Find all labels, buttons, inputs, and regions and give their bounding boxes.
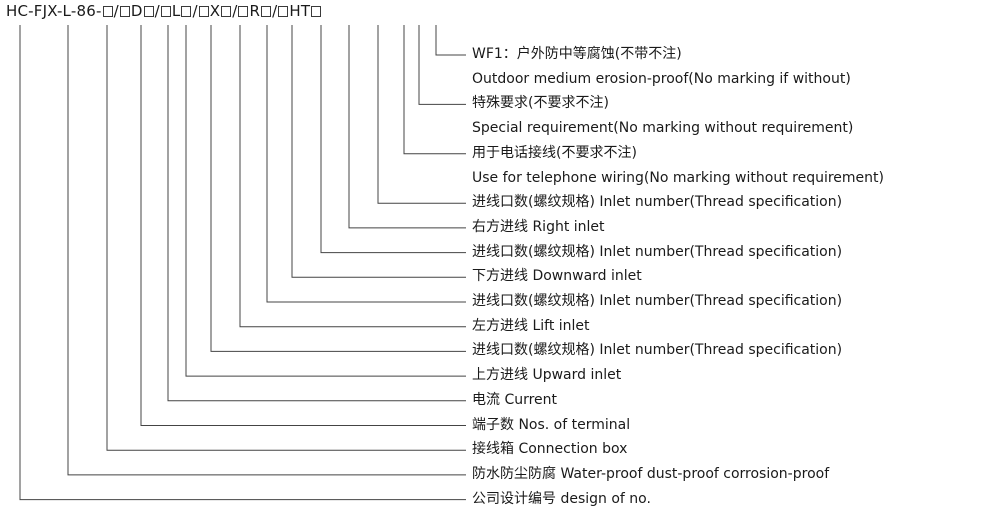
code-segment: X xyxy=(209,2,221,20)
leader-line xyxy=(403,25,466,155)
desc-left-inlet: 左方进线 Lift inlet xyxy=(472,317,590,334)
code-segment: / xyxy=(154,2,160,20)
code-placeholder-box xyxy=(238,6,249,17)
leader-line xyxy=(266,25,466,303)
code-segment: R xyxy=(249,2,261,20)
leader-line xyxy=(106,25,466,451)
code-segment: / xyxy=(192,2,198,20)
code-segment: / xyxy=(272,2,278,20)
code-segment: L xyxy=(171,2,181,20)
desc-down-inlet-number: 进线口数(螺纹规格) Inlet number(Thread specifica… xyxy=(472,243,843,260)
leader-line xyxy=(348,25,466,229)
model-code: HC-FJX-L-86- / D / L / X / R / HT xyxy=(6,0,322,22)
code-segment: / xyxy=(113,2,119,20)
leader-line xyxy=(185,25,466,377)
leader-line xyxy=(19,25,466,501)
leader-line xyxy=(291,25,466,278)
code-segment: HC-FJX-L-86- xyxy=(6,2,102,20)
desc-wf1-cn: WF1：户外防中等腐蚀(不带不注) xyxy=(472,46,682,62)
desc-special-en: Special requirement(No marking without r… xyxy=(472,120,854,137)
desc-left-inlet-number: 进线口数(螺纹规格) Inlet number(Thread specifica… xyxy=(472,293,843,309)
code-placeholder-box xyxy=(181,6,192,17)
desc-telephone-en: Use for telephone wiring(No marking with… xyxy=(472,169,884,186)
code-placeholder-box xyxy=(119,6,130,17)
desc-connection-box: 接线箱 Connection box xyxy=(472,441,628,458)
code-placeholder-box xyxy=(311,6,322,17)
desc-current: 电流 Current xyxy=(472,391,558,408)
desc-down-inlet: 下方进线 Downward inlet xyxy=(472,268,642,285)
leader-line xyxy=(320,25,466,254)
code-placeholder-box xyxy=(278,6,289,17)
code-placeholder-box xyxy=(160,6,171,17)
code-placeholder-box xyxy=(143,6,154,17)
leader-line xyxy=(239,25,466,328)
code-placeholder-box xyxy=(221,6,232,17)
desc-proof: 防水防尘防腐 Water-proof dust-proof corrosion-… xyxy=(472,465,830,482)
desc-right-inlet-number: 进线口数(螺纹规格) Inlet number(Thread specifica… xyxy=(472,194,843,211)
leader-line xyxy=(418,25,466,105)
leader-line xyxy=(167,25,466,402)
leader-line xyxy=(210,25,466,352)
leader-line xyxy=(67,25,466,476)
code-placeholder-box xyxy=(198,6,209,17)
code-placeholder-box xyxy=(102,6,113,17)
desc-special-cn: 特殊要求(不要求不注) xyxy=(472,95,609,112)
desc-design-no: 公司设计编号 design of no. xyxy=(472,490,651,507)
code-segment: D xyxy=(130,2,143,20)
desc-terminal: 端子数 Nos. of terminal xyxy=(472,416,631,433)
code-segment: HT xyxy=(289,2,311,20)
code-placeholder-box xyxy=(261,6,272,17)
desc-wf1-en: Outdoor medium erosion-proof(No marking … xyxy=(472,70,851,87)
desc-up-inlet-number: 进线口数(螺纹规格) Inlet number(Thread specifica… xyxy=(472,342,843,359)
desc-right-inlet: 右方进线 Right inlet xyxy=(472,218,605,235)
leader-line xyxy=(140,25,466,426)
desc-telephone-cn: 用于电话接线(不要求不注) xyxy=(472,144,637,161)
desc-up-inlet: 上方进线 Upward inlet xyxy=(472,367,622,384)
leader-line xyxy=(377,25,466,204)
code-segment: / xyxy=(232,2,238,20)
leader-line xyxy=(435,25,466,56)
